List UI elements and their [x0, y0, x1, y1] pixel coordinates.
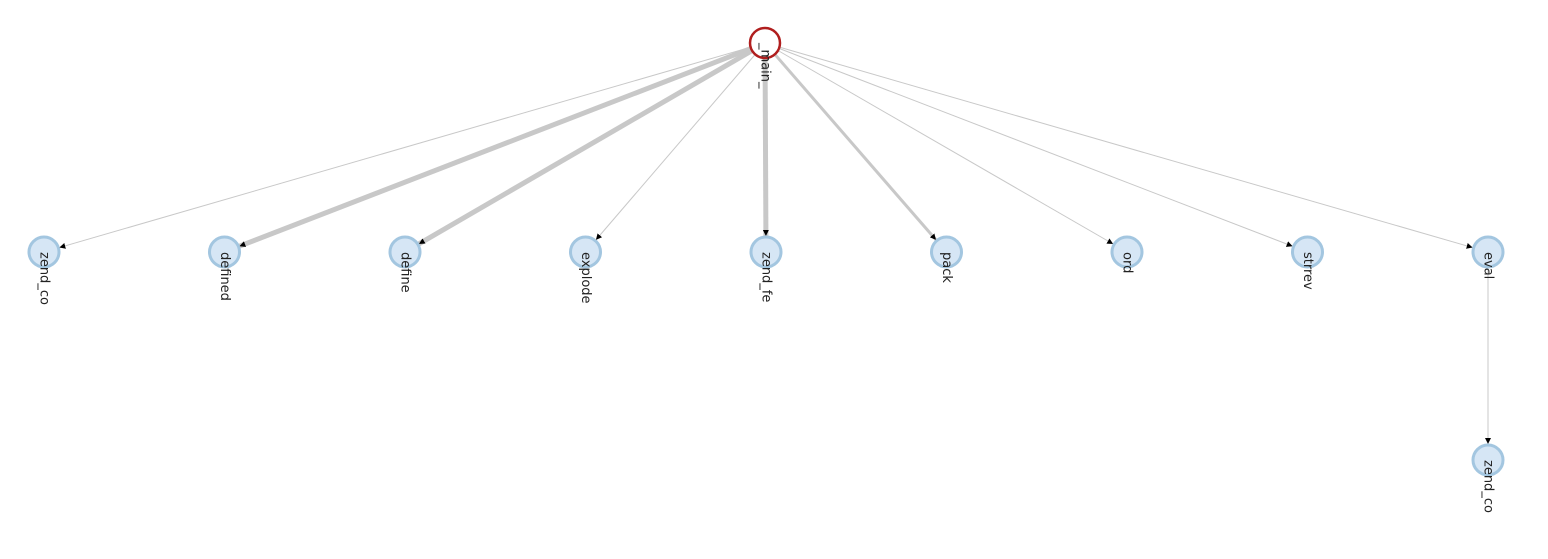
node-label: defined [217, 252, 232, 301]
edge-main-to-defined [238, 46, 752, 249]
node-circle[interactable] [27, 235, 61, 269]
edge-main-to-zend_fe [762, 57, 769, 237]
node-label: zend_fe [759, 252, 774, 302]
node-circle[interactable] [930, 235, 963, 269]
edge-main-to-ord [777, 50, 1114, 245]
node-circle[interactable] [749, 235, 783, 269]
node-explode[interactable]: explode [569, 235, 602, 304]
node-main[interactable]: _main_ [748, 26, 782, 89]
edge-main-to-eval [779, 46, 1473, 249]
node-label: define [398, 252, 413, 293]
node-circle[interactable] [1471, 443, 1505, 477]
node-zend_co_1[interactable]: zend_co [27, 235, 61, 305]
edge-main-to-explode [595, 54, 756, 241]
node-circle[interactable] [208, 235, 241, 269]
root-node-circle[interactable] [748, 26, 782, 60]
node-eval[interactable]: eval [1471, 235, 1505, 279]
node-circle[interactable] [388, 235, 422, 269]
edges-layer [59, 46, 1491, 444]
node-label: zend_co [1481, 460, 1496, 513]
node-zend_fe[interactable]: zend_fe [749, 235, 783, 302]
node-label: _main_ [758, 42, 773, 89]
node-defined[interactable]: defined [208, 235, 241, 301]
nodes-layer: zend_co defined define explode zend_fe pack or… [27, 26, 1505, 513]
node-ord[interactable]: ord [1110, 235, 1144, 273]
edge-main-to-pack [773, 53, 938, 241]
node-define[interactable]: define [388, 235, 422, 293]
edge-main-to-define [417, 48, 754, 247]
edge-main-to-strrev [778, 47, 1293, 247]
node-pack[interactable]: pack [930, 235, 963, 283]
node-label: explode [578, 252, 593, 304]
node-circle[interactable] [569, 235, 602, 269]
node-strrev[interactable]: strrev [1291, 235, 1324, 290]
node-label: strrev [1300, 252, 1315, 290]
node-label: zend_co [37, 252, 52, 305]
node-circle[interactable] [1110, 235, 1144, 269]
node-circle[interactable] [1471, 235, 1505, 269]
node-circle[interactable] [1291, 235, 1324, 269]
node-label: pack [939, 252, 954, 283]
node-zend_co_2[interactable]: zend_co [1471, 443, 1505, 513]
node-label: ord [1120, 252, 1135, 273]
node-label: eval [1481, 252, 1496, 279]
edge-main-to-zend_co_1 [59, 46, 751, 249]
